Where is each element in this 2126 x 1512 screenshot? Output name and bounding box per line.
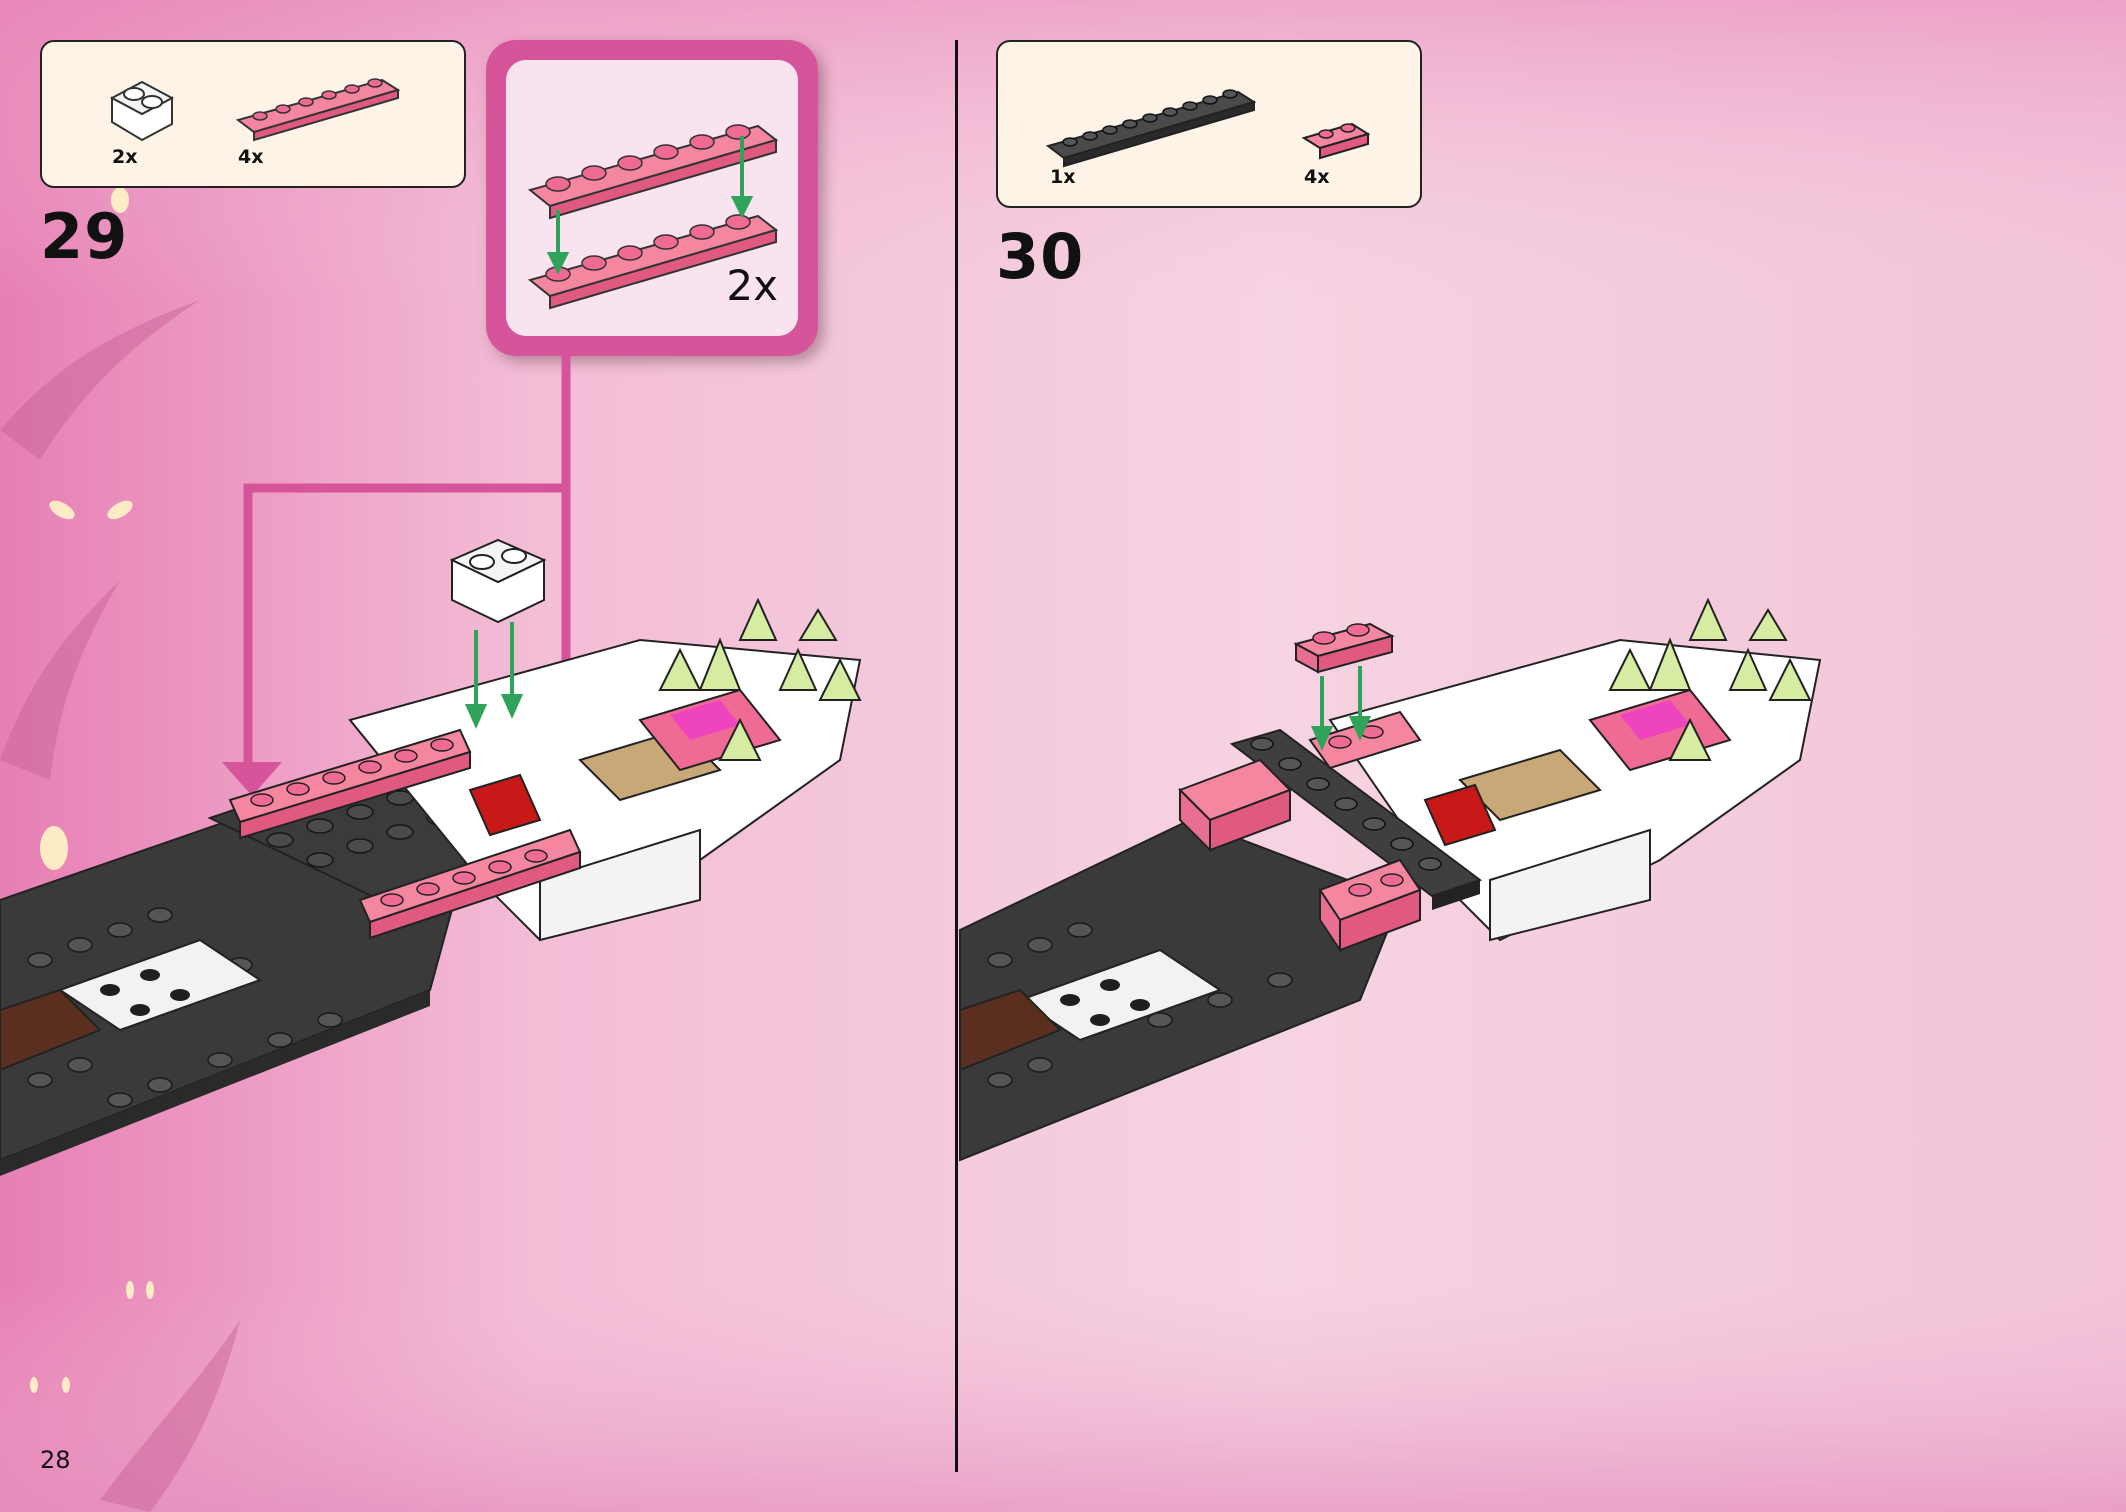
part-qty-pink-small-plate: 4x (1304, 166, 1330, 188)
callout-inner: 2x (506, 60, 798, 336)
part-qty-dark-plate: 1x (1050, 166, 1076, 188)
page-number: 28 (40, 1446, 71, 1474)
green-placement-arrows (464, 622, 524, 729)
parts-illustrations (1045, 89, 1371, 168)
white-brick-icon (109, 80, 175, 142)
parts-illustrations (109, 78, 401, 142)
pink-small-plate-icon (1301, 122, 1371, 160)
decorative-glowing-eyes (30, 187, 154, 1393)
part-qty-white-brick: 2x (112, 146, 138, 168)
sub-assembly-callout: 2x (486, 40, 818, 356)
callout-illustration (527, 124, 779, 310)
parts-list-step-29: 2x 4x (40, 40, 466, 188)
step-number-30: 30 (996, 220, 1085, 293)
lime-spikes (658, 597, 862, 761)
dark-plate-icon (1045, 89, 1257, 168)
step-number-29: 29 (40, 200, 129, 273)
page-divider (955, 40, 958, 1472)
white-brick-floating (449, 538, 547, 624)
callout-qty: 2x (726, 261, 778, 310)
parts-list-step-30: 1x 4x (996, 40, 1422, 208)
pink-plates-added (228, 728, 582, 940)
pink-plate-icon (235, 78, 401, 142)
pink-plate-floating (1293, 622, 1395, 674)
pink-stacks (1178, 710, 1422, 954)
part-qty-pink-plate: 4x (238, 146, 264, 168)
